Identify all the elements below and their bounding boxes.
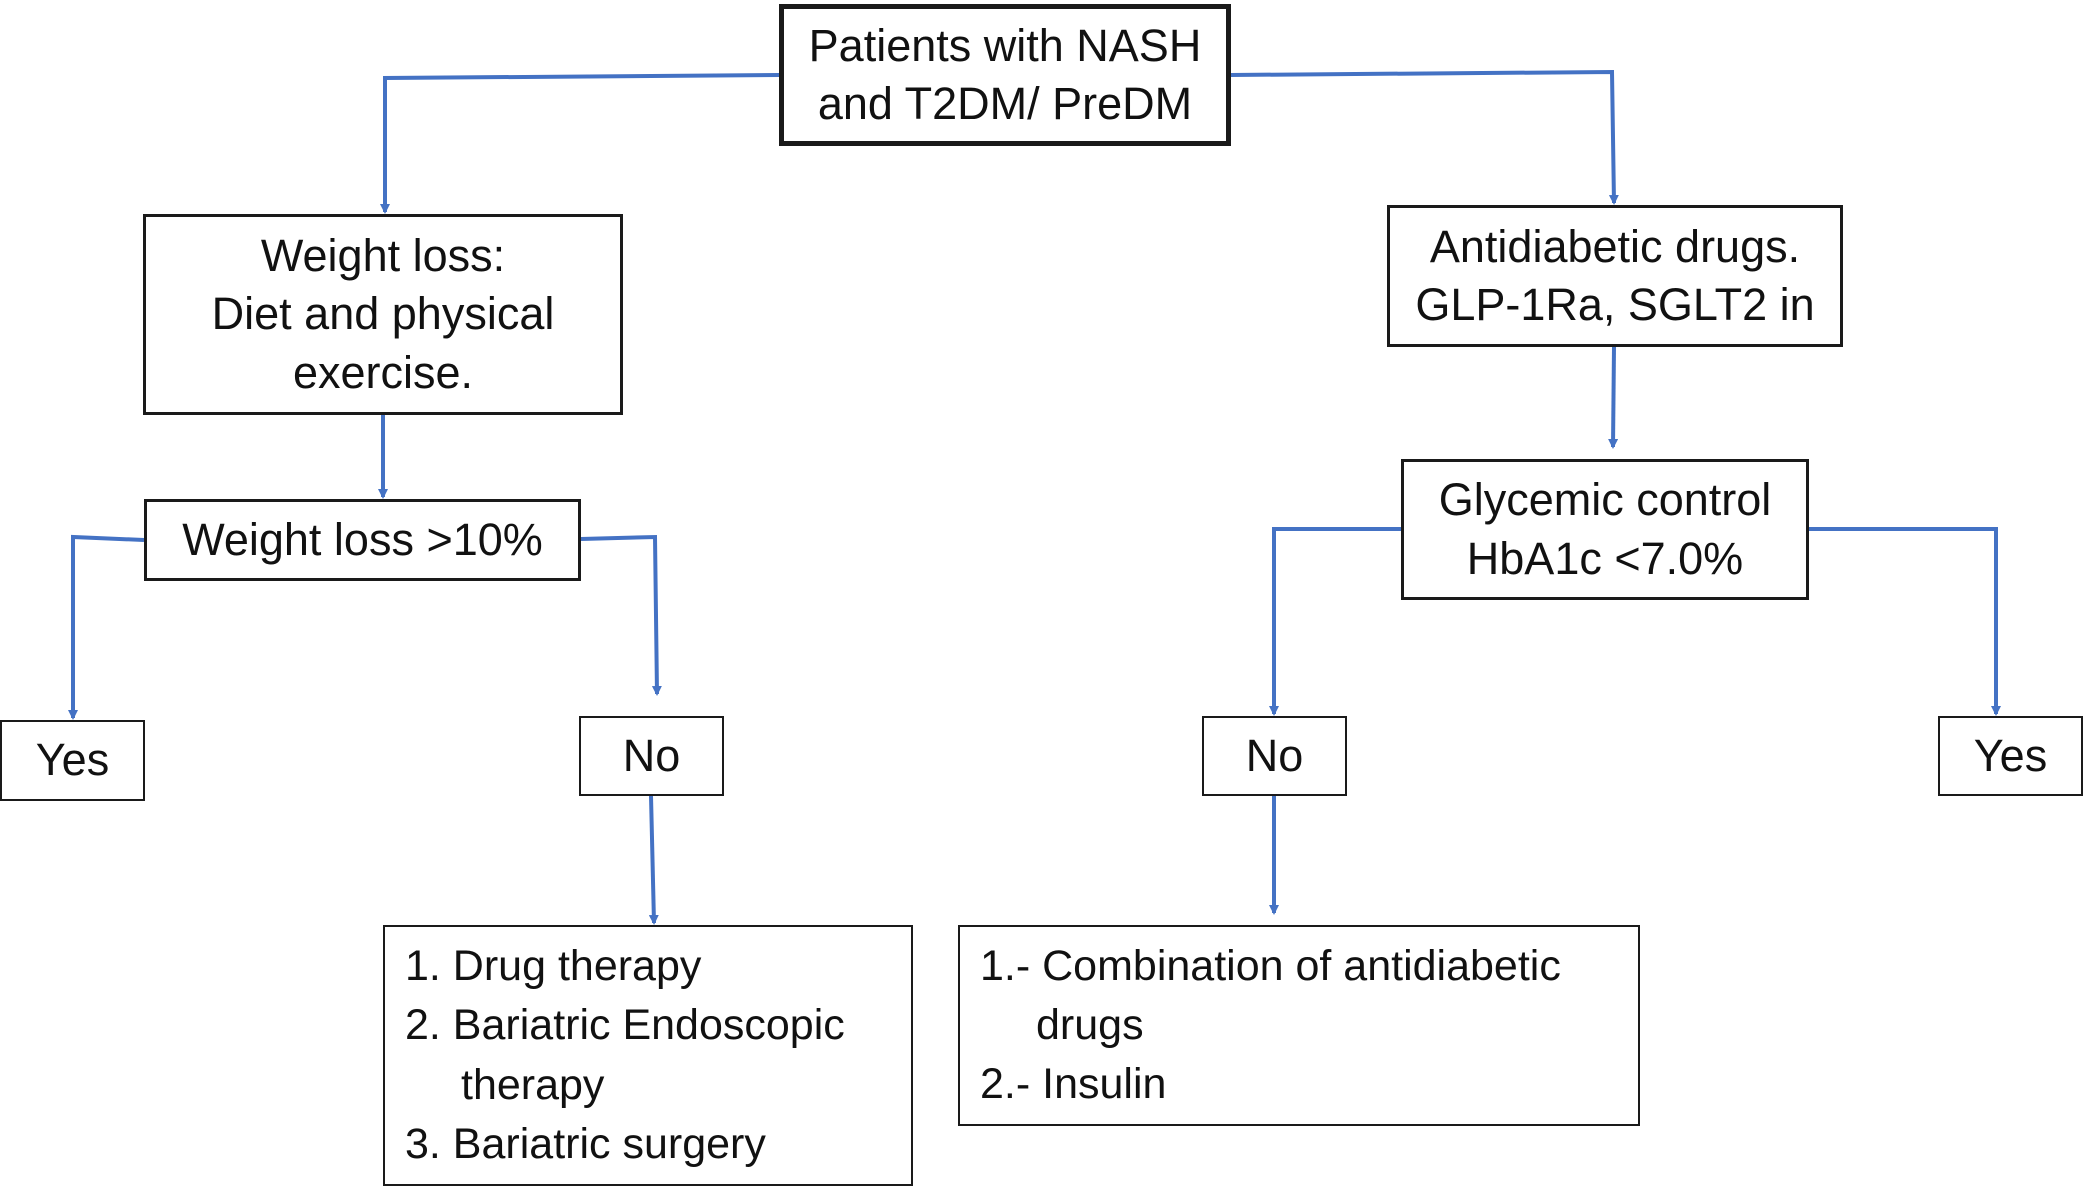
arrow-root-to-antidiabetic	[1230, 69, 1619, 205]
arrow-group	[68, 69, 2001, 925]
weight-loss-line-3: exercise.	[292, 346, 474, 398]
glycemic-treatment-options-node: 1.- Combination of antidiabetic drugs 2.…	[958, 925, 1640, 1126]
weight-treatment-options-node: 1. Drug therapy 2. Bariatric Endoscopic …	[383, 925, 913, 1186]
glycemic-treatment-item-2: 2.- Insulin	[980, 1060, 1167, 1109]
yes-left-node: Yes	[0, 720, 145, 801]
yes-left-label: Yes	[35, 734, 110, 786]
root-line-1: Patients with NASH	[808, 19, 1202, 71]
weight-loss-threshold-node: Weight loss >10%	[144, 499, 581, 581]
arrow-glycemic-to-no-right	[1269, 527, 1401, 716]
glycemic-line-1: Glycemic control	[1438, 474, 1772, 525]
no-right-node: No	[1202, 716, 1347, 796]
arrow-check-to-yes-left	[68, 534, 145, 720]
yes-right-label: Yes	[1973, 729, 2048, 781]
weight-treatment-item-3: 3. Bariatric surgery	[405, 1119, 766, 1168]
root-node-patients: Patients with NASH and T2DM/ PreDM	[779, 4, 1231, 146]
no-right-label: No	[1245, 729, 1304, 781]
glycemic-line-2: HbA1c <7.0%	[1466, 532, 1744, 584]
arrow-glycemic-to-yes-right	[1809, 527, 2001, 716]
yes-right-node: Yes	[1938, 716, 2083, 796]
arrow-antidiabetic-to-glycemic	[1608, 346, 1619, 449]
antidiabetic-line-2: GLP-1Ra, SGLT2 in	[1415, 279, 1815, 330]
arrow-root-to-weight-loss	[380, 73, 780, 214]
weight-treatment-item-2: 2. Bariatric Endoscopic	[405, 1001, 845, 1050]
weight-loss-line-2: Diet and physical	[211, 288, 555, 340]
glycemic-control-node: Glycemic control HbA1c <7.0%	[1401, 459, 1809, 600]
no-left-label: No	[622, 729, 681, 781]
root-line-2: and T2DM/ PreDM	[817, 78, 1193, 129]
weight-treatment-item-2-cont: therapy	[461, 1060, 605, 1109]
weight-loss-node: Weight loss: Diet and physical exercise.	[143, 214, 623, 415]
glycemic-treatment-item-1: 1.- Combination of antidiabetic	[980, 941, 1561, 990]
antidiabetic-drugs-node: Antidiabetic drugs. GLP-1Ra, SGLT2 in	[1387, 205, 1843, 347]
arrow-check-to-no-left	[580, 534, 662, 696]
weight-loss-line-1: Weight loss:	[260, 229, 506, 281]
weight-treatment-item-1: 1. Drug therapy	[405, 941, 702, 990]
arrow-no-left-to-treatments	[648, 795, 659, 925]
weight-loss-threshold-label: Weight loss >10%	[182, 513, 543, 565]
antidiabetic-line-1: Antidiabetic drugs.	[1429, 220, 1801, 272]
no-left-node: No	[579, 716, 724, 796]
glycemic-treatment-item-1-cont: drugs	[1036, 1000, 1144, 1049]
